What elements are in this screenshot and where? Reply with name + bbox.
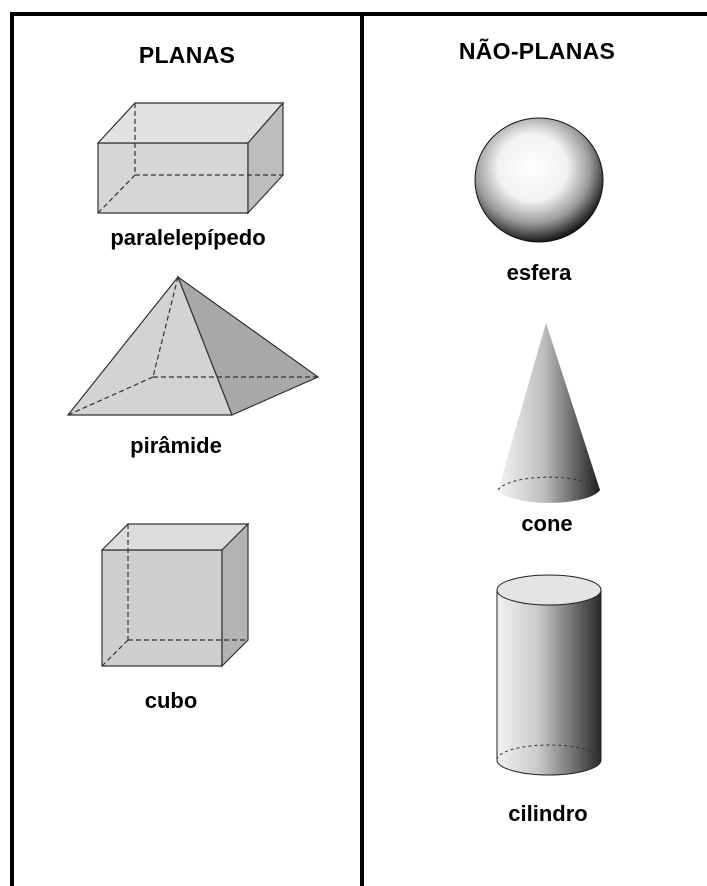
paralelepipedo-figure	[96, 101, 285, 215]
cone-figure	[497, 323, 601, 503]
piramide-figure	[66, 275, 320, 416]
cilindro-label: cilindro	[508, 801, 588, 826]
planas-heading: PLANAS	[138, 42, 236, 68]
esfera-figure	[474, 117, 604, 243]
nao-planas-heading: NÃO-PLANAS	[458, 38, 616, 64]
table-border	[10, 12, 707, 886]
cilindro-figure	[496, 574, 602, 776]
paralelepipedo-label: paralelepípedo	[110, 225, 266, 250]
piramide-label: pirâmide	[130, 433, 222, 458]
cubo-figure	[100, 522, 250, 668]
cone-label: cone	[521, 511, 573, 536]
esfera-label: esfera	[506, 260, 572, 285]
cubo-label: cubo	[144, 688, 198, 713]
